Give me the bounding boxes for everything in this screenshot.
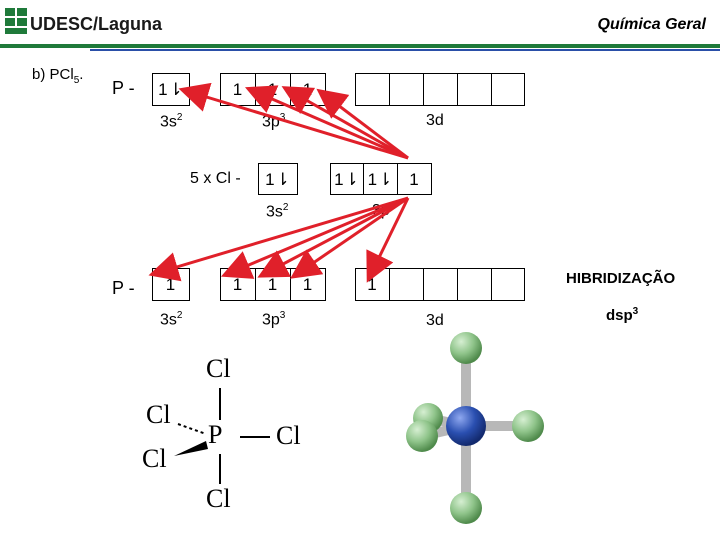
ground-d-orbital-2 (389, 73, 424, 106)
bond-right (240, 436, 270, 438)
structure-ligand-dashed: Cl (146, 400, 171, 429)
hybridization-title: HIBRIDIZAÇÃO (566, 270, 676, 287)
hybridization-type: dsp3 (606, 306, 639, 324)
structure-ligand-bottom: Cl (206, 484, 231, 513)
chlorine-s-label: 3s2 (266, 202, 289, 221)
wedge-bond (174, 441, 208, 456)
bond-top (219, 388, 221, 420)
chlorine-p-orbital-2: 1⇂ (363, 163, 398, 195)
excited-d-orbital-5 (491, 268, 525, 301)
ground-d-orbital-3 (423, 73, 458, 106)
ground-s-label: 3s2 (160, 112, 183, 131)
chlorine-label: 5 x Cl - (190, 170, 241, 187)
problem-label: b) PCl5. (32, 66, 84, 86)
ground-d-label: 3d (426, 112, 444, 129)
p-atom (446, 406, 486, 446)
header: UDESC/Laguna Química Geral (0, 0, 720, 44)
cl-atom-right (512, 410, 544, 442)
excited-d-orbital-3 (423, 268, 458, 301)
excited-p-label: 3p3 (262, 310, 286, 329)
chlorine-s-orbital: 1⇂ (258, 163, 298, 195)
ground-d-orbital-4 (457, 73, 492, 106)
chlorine-p-orbital-3: 1 (397, 163, 432, 195)
excited-d-label: 3d (426, 312, 444, 329)
ball-and-stick-model (406, 332, 544, 524)
excited-s-label: 3s2 (160, 310, 183, 329)
arrow-to-excited-s (148, 196, 409, 282)
arrow-to-excited-p3 (290, 196, 409, 279)
cl-atom-top (450, 332, 482, 364)
cl-atom-front (406, 420, 438, 452)
arrow-to-ground-p1 (244, 85, 409, 160)
excited-d-orbital-4 (457, 268, 492, 301)
logo-text: UDESC/Laguna (30, 14, 163, 34)
bond-bottom (219, 454, 221, 484)
arrow-to-ground-p3 (316, 88, 409, 160)
page-title: Química Geral (597, 16, 707, 33)
udesc-logo-icon (5, 8, 27, 34)
structure-ligand-right: Cl (276, 421, 301, 450)
arrow-to-excited-d1 (366, 197, 410, 283)
excited-atom-label: P - (112, 278, 135, 298)
header-rule-blue (90, 49, 720, 51)
header-rule-green (0, 44, 720, 48)
arrow-to-ground-p2 (281, 86, 409, 160)
ground-d-orbital-1 (355, 73, 390, 106)
structure-center-atom: P (208, 420, 223, 449)
ground-d-orbital-5 (491, 73, 525, 106)
cl-atom-bottom (450, 492, 482, 524)
arrow-to-ground-s (178, 82, 409, 160)
ground-atom-label: P - (112, 78, 135, 98)
structure-ligand-top: Cl (206, 354, 231, 383)
dashed-bond (177, 423, 207, 435)
structure-ligand-wedge: Cl (142, 444, 167, 473)
